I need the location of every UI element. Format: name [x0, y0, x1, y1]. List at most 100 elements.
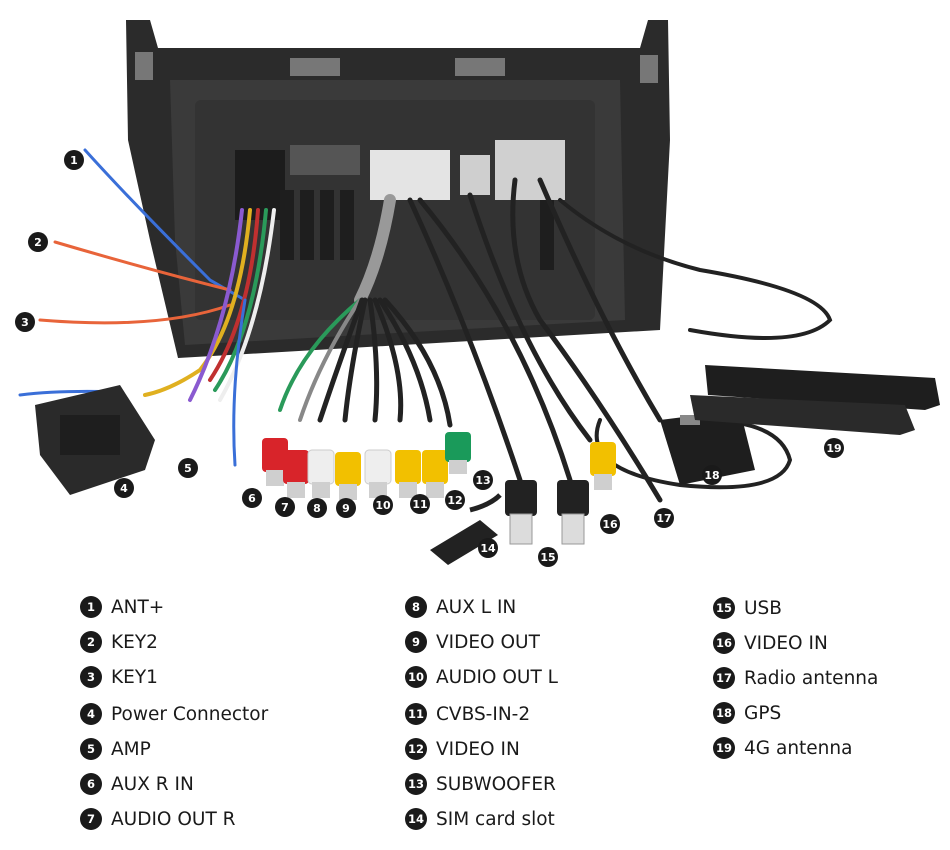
legend-label: VIDEO OUT [436, 631, 540, 653]
legend-label: ANT+ [111, 596, 165, 618]
legend-item-8: 8 AUX L IN [405, 594, 516, 620]
svg-text:6: 6 [248, 492, 256, 505]
svg-text:10: 10 [375, 499, 391, 512]
rca-plug-icon [395, 450, 421, 498]
callout-9: 9 [336, 498, 356, 518]
head-unit-back [126, 20, 670, 358]
legend-label: VIDEO IN [436, 738, 520, 760]
legend-item-2: 2 KEY2 [80, 629, 158, 655]
svg-text:8: 8 [313, 502, 321, 515]
legend-label: AUX L IN [436, 596, 517, 618]
legend-item-6: 6 AUX R IN [80, 771, 194, 797]
svg-text:16: 16 [602, 518, 618, 531]
callout-12: 12 [445, 490, 465, 510]
svg-text:5: 5 [184, 462, 192, 475]
svg-text:14: 14 [480, 542, 496, 555]
legend-item-1: 1 ANT+ [80, 594, 164, 620]
legend-badge: 5 [80, 738, 102, 760]
legend-label: SIM card slot [436, 808, 555, 830]
legend-badge: 14 [405, 808, 427, 830]
svg-text:3: 3 [21, 316, 29, 329]
legend-item-19: 19 4G antenna [713, 735, 852, 761]
legend-label: CVBS-IN-2 [436, 703, 531, 725]
svg-text:12: 12 [447, 494, 462, 507]
callout-18: 18 [702, 465, 722, 485]
sim-card-slot [430, 493, 502, 565]
legend-label: VIDEO IN [744, 632, 828, 654]
svg-text:4: 4 [120, 482, 128, 495]
usb-plug-icon [557, 480, 589, 545]
callout-19: 19 [824, 438, 844, 458]
legend-badge: 9 [405, 631, 427, 653]
wiring-diagram: 1 2 3 4 5 6 7 8 9 10 11 12 13 14 15 16 1… [15, 20, 940, 567]
rca-plug-icon [283, 450, 309, 498]
power-connector [35, 385, 155, 495]
legend-label: GPS [744, 702, 782, 724]
legend-badge: 7 [80, 808, 102, 830]
legend-badge: 4 [80, 703, 102, 725]
rca-plug-icon [422, 450, 448, 498]
callout-5: 5 [178, 458, 198, 478]
legend-badge: 19 [713, 737, 735, 759]
callout-6: 6 [242, 488, 262, 508]
legend-badge: 12 [405, 738, 427, 760]
usb-plugs [505, 480, 589, 545]
legend-item-13: 13 SUBWOOFER [405, 771, 556, 797]
callout-3: 3 [15, 312, 35, 332]
legend-item-15: 15 USB [713, 595, 782, 621]
legend-label: AUDIO OUT R [111, 808, 236, 830]
legend-label: AUDIO OUT L [436, 666, 558, 688]
legend-item-10: 10 AUDIO OUT L [405, 664, 558, 690]
callout-14: 14 [478, 538, 498, 558]
legend-item-3: 3 KEY1 [80, 664, 158, 690]
legend-item-11: 11 CVBS-IN-2 [405, 701, 530, 727]
legend-label: Power Connector [111, 703, 269, 725]
svg-text:18: 18 [704, 469, 719, 482]
legend-item-18: 18 GPS [713, 700, 781, 726]
svg-text:19: 19 [826, 442, 841, 455]
callout-17: 17 [654, 508, 674, 528]
legend-badge: 11 [405, 703, 427, 725]
legend-item-9: 9 VIDEO OUT [405, 629, 540, 655]
rca-plug-icon [335, 452, 361, 500]
legend: 1 ANT+ 2 KEY2 3 KEY1 4 Power Connector 5… [0, 590, 950, 840]
legend-label: SUBWOOFER [436, 773, 556, 795]
legend-label: 4G antenna [744, 737, 853, 759]
legend-item-4: 4 Power Connector [80, 701, 268, 727]
rca-plug-icon [262, 438, 288, 486]
legend-badge: 1 [80, 596, 102, 618]
wire-bundle [18, 148, 833, 503]
callout-4: 4 [114, 478, 134, 498]
legend-item-12: 12 VIDEO IN [405, 736, 520, 762]
legend-badge: 6 [80, 773, 102, 795]
callout-2: 2 [28, 232, 48, 252]
callout-16: 16 [600, 514, 620, 534]
legend-label: AUX R IN [111, 773, 194, 795]
legend-badge: 15 [713, 597, 735, 619]
legend-badge: 10 [405, 666, 427, 688]
legend-label: AMP [111, 738, 151, 760]
callout-11: 11 [410, 494, 430, 514]
legend-badge: 16 [713, 632, 735, 654]
rca-plug-icon [364, 449, 392, 498]
callout-13: 13 [473, 470, 493, 490]
svg-text:1: 1 [70, 154, 78, 167]
callout-15: 15 [538, 547, 558, 567]
rca-plugs [262, 432, 616, 500]
rca-plug-icon [590, 442, 616, 490]
legend-item-5: 5 AMP [80, 736, 151, 762]
rca-plug-icon [445, 432, 471, 474]
svg-text:13: 13 [475, 474, 490, 487]
legend-badge: 2 [80, 631, 102, 653]
rca-plug-icon [307, 449, 335, 498]
legend-item-17: 17 Radio antenna [713, 665, 878, 691]
legend-badge: 18 [713, 702, 735, 724]
legend-label: KEY1 [111, 666, 158, 688]
legend-item-14: 14 SIM card slot [405, 806, 555, 832]
legend-badge: 13 [405, 773, 427, 795]
antenna-bar-icon [690, 365, 940, 435]
svg-text:9: 9 [342, 502, 350, 515]
gps-module-icon [660, 410, 755, 485]
usb-plug-icon [505, 480, 537, 545]
svg-text:17: 17 [656, 512, 671, 525]
